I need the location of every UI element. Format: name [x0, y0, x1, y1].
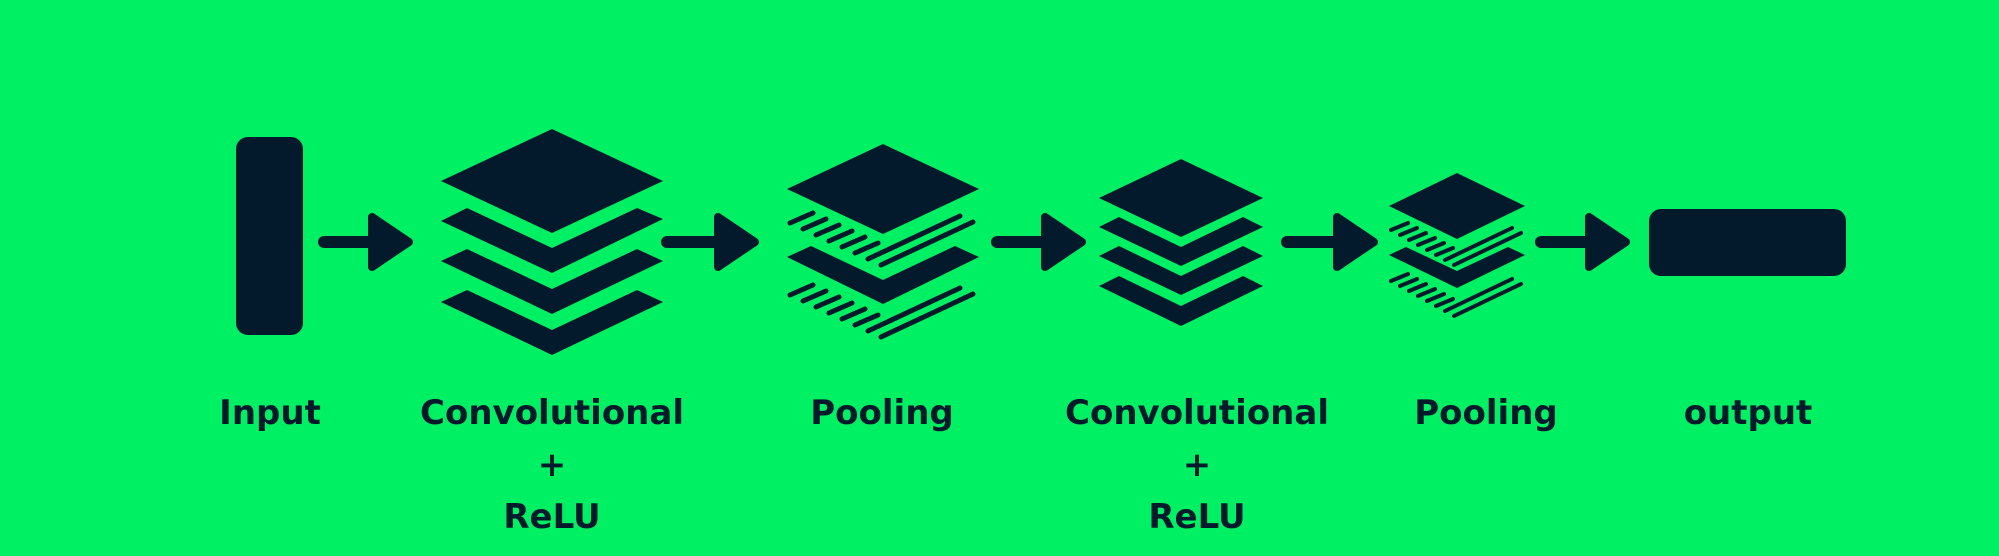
stage-label-line: Pooling [810, 393, 954, 433]
stage-label-line: + [1182, 445, 1212, 485]
arrow-right-icon [991, 213, 1086, 271]
arrow-right-icon [1535, 213, 1630, 271]
arrow-right-icon [661, 213, 759, 271]
stage-label-line: + [537, 445, 567, 485]
conv-layers-icon [441, 129, 663, 355]
stage-label-line: Convolutional [1065, 393, 1329, 433]
conv-layers-icon [1099, 159, 1263, 326]
stage-label-line: ReLU [503, 497, 601, 537]
stage-label-line: output [1683, 393, 1813, 433]
stage-label-line: Convolutional [420, 393, 684, 433]
stage-label-output: output [1648, 387, 1848, 439]
pooling-layers-icon [787, 144, 979, 340]
output-block-icon [1649, 209, 1846, 276]
stage-label-convolutional: Convolutional + ReLU [402, 387, 702, 543]
stage-label-input: Input [170, 387, 370, 439]
stage-label-pooling: Pooling [1386, 387, 1586, 439]
stage-label-line: Input [219, 393, 321, 433]
pooling-layers-icon [1389, 173, 1525, 318]
arrow-right-icon [318, 213, 413, 271]
stage-label-line: ReLU [1148, 497, 1246, 537]
stage-label-line: Pooling [1414, 393, 1558, 433]
stage-label-pooling: Pooling [782, 387, 982, 439]
input-block-icon [236, 137, 303, 335]
stage-label-convolutional: Convolutional + ReLU [1047, 387, 1347, 543]
arrow-right-icon [1281, 213, 1378, 271]
